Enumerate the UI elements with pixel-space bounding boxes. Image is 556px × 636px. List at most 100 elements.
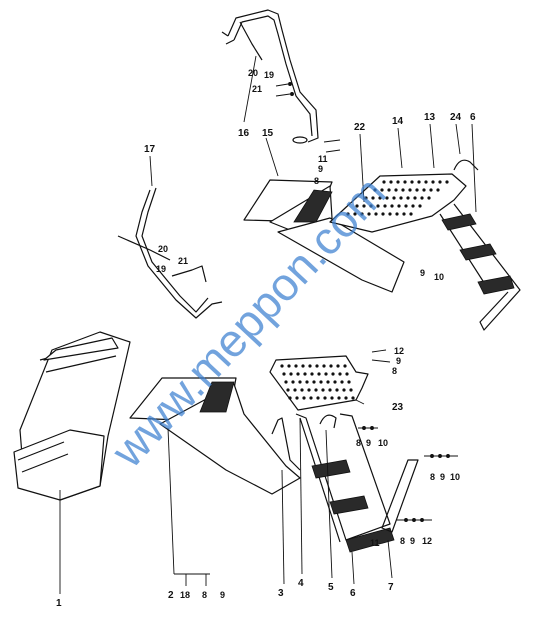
callout-9-upper: 9	[318, 164, 323, 174]
callout-19-upper: 19	[264, 70, 274, 80]
plate-hole	[436, 188, 440, 192]
callout-6-lower: 6	[350, 588, 356, 599]
callout-9-rail-lower: 9	[440, 472, 445, 482]
callout-8-upper-ladder: 9	[420, 268, 425, 278]
plate-hole	[401, 188, 405, 192]
plate-hole	[288, 396, 292, 400]
plate-hole	[429, 188, 433, 192]
callout-labels: 1 2 18 8 9 3 4 5 6 7 11 8 9 12 8 9 10 8 …	[56, 68, 476, 609]
plate-hole	[388, 212, 392, 216]
callout-20-upper: 20	[248, 68, 258, 78]
plate-hole	[383, 204, 387, 208]
plate-hole	[417, 180, 421, 184]
plate-hole	[333, 380, 337, 384]
callout-11-upper: 11	[318, 154, 328, 164]
plate-hole	[353, 212, 357, 216]
plate-hole	[411, 204, 415, 208]
lower-platform	[129, 377, 301, 495]
callout-20-side: 20	[158, 244, 168, 254]
plate-hole	[319, 380, 323, 384]
plate-hole	[424, 180, 428, 184]
plate-hole	[329, 364, 333, 368]
callout-10-upper-ladder: 10	[434, 272, 444, 282]
plate-hole	[376, 204, 380, 208]
callout-6-upper: 6	[470, 112, 476, 123]
callout-13: 13	[424, 112, 436, 123]
callout-1: 1	[56, 598, 62, 609]
callout-17: 17	[144, 144, 156, 155]
battery-box	[13, 331, 131, 501]
callout-5: 5	[328, 582, 334, 593]
plate-hole	[390, 204, 394, 208]
callout-10-rail-lower: 10	[450, 472, 460, 482]
plate-hole	[342, 388, 346, 392]
plate-hole	[295, 396, 299, 400]
plate-hole	[345, 372, 349, 376]
upper-handrail	[221, 9, 319, 144]
callout-9-ladder-bottom: 9	[410, 536, 415, 546]
callout-19-side: 19	[156, 264, 166, 274]
plate-hole	[355, 204, 359, 208]
upper-platform-bracket	[243, 179, 405, 293]
plate-hole	[340, 380, 344, 384]
callout-15: 15	[262, 128, 274, 139]
plate-hole	[322, 364, 326, 368]
plate-hole	[289, 372, 293, 376]
callout-11-lower: 11	[370, 538, 380, 548]
callout-4: 4	[298, 578, 304, 589]
plate-hole	[406, 196, 410, 200]
plate-hole	[382, 180, 386, 184]
plate-hole	[369, 204, 373, 208]
fasteners	[323, 139, 458, 522]
callout-9-plate-upper: 9	[396, 356, 401, 366]
callout-21-side: 21	[178, 256, 188, 266]
callout-9-lower-left: 9	[220, 590, 225, 600]
plate-hole	[328, 388, 332, 392]
plate-hole	[308, 364, 312, 368]
callout-12-plate-upper: 12	[394, 346, 404, 356]
plate-hole	[399, 196, 403, 200]
plate-hole	[307, 388, 311, 392]
plate-hole	[321, 388, 325, 392]
callout-8-upper: 8	[314, 176, 319, 186]
plate-hole	[349, 388, 353, 392]
plate-hole	[371, 196, 375, 200]
plate-hole	[317, 372, 321, 376]
plate-hole	[296, 372, 300, 376]
plate-hole	[410, 180, 414, 184]
callout-9-plate-lower: 9	[366, 438, 371, 448]
plate-hole	[431, 180, 435, 184]
plate-hole	[282, 372, 286, 376]
plate-hole	[312, 380, 316, 384]
plate-hole	[402, 212, 406, 216]
plate-hole	[395, 212, 399, 216]
callout-18: 18	[180, 590, 190, 600]
plate-hole	[418, 204, 422, 208]
callout-12-ladder-bottom: 12	[422, 536, 432, 546]
plate-hole	[408, 188, 412, 192]
plate-hole	[347, 380, 351, 384]
plate-hole	[301, 364, 305, 368]
callout-22: 22	[354, 122, 366, 133]
plate-hole	[360, 212, 364, 216]
lower-tread-plate	[269, 355, 369, 411]
plate-hole	[293, 388, 297, 392]
plate-hole	[389, 180, 393, 184]
plate-hole	[367, 212, 371, 216]
plate-hole	[422, 188, 426, 192]
plate-hole	[284, 380, 288, 384]
plate-hole	[336, 364, 340, 368]
plate-hole	[438, 180, 442, 184]
plate-hole	[380, 188, 384, 192]
plate-hole	[324, 372, 328, 376]
plate-hole	[344, 396, 348, 400]
callout-8-plate-lower: 8	[356, 438, 361, 448]
callout-24: 24	[450, 112, 462, 123]
plate-hole	[374, 212, 378, 216]
callout-8-ladder-bottom: 8	[400, 536, 405, 546]
callout-8-rail-lower: 8	[430, 472, 435, 482]
plate-hole	[385, 196, 389, 200]
plate-hole	[351, 396, 355, 400]
plate-hole	[392, 196, 396, 200]
plate-hole	[302, 396, 306, 400]
